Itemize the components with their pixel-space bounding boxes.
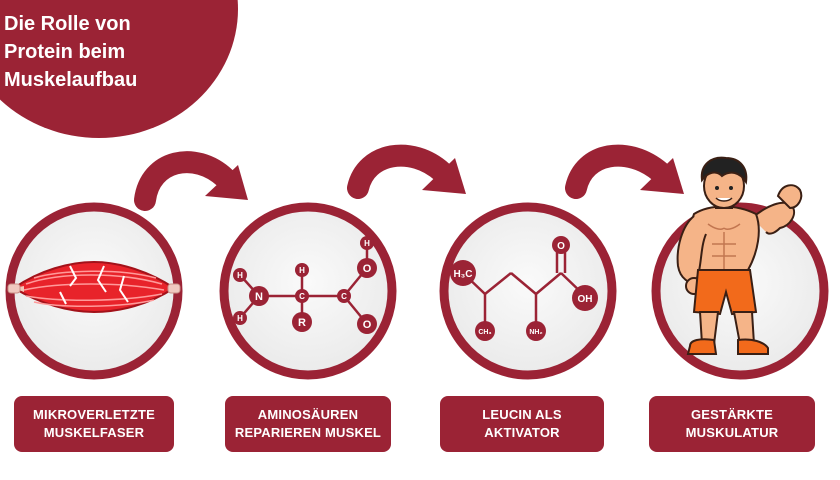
step-1-label: MIKROVERLETZTE MUSKELFASER xyxy=(14,396,174,452)
group-oh: OH xyxy=(578,294,593,305)
arrow-3-icon xyxy=(565,144,684,199)
step-4-label: GESTÄRKTE MUSKULATUR xyxy=(649,396,815,452)
leucine-structure-icon: H₃C O OH CH₃ NH₂ xyxy=(450,236,598,341)
step-4-label-line-1: GESTÄRKTE xyxy=(691,407,773,422)
arrow-2-icon xyxy=(347,144,466,199)
group-h3c: H₃C xyxy=(453,269,472,280)
arrow-1-icon xyxy=(134,151,248,211)
step-2-circle xyxy=(219,202,397,380)
step-3-label-line-2: AKTIVATOR xyxy=(484,425,560,440)
atom-c: C xyxy=(299,292,305,301)
amino-acid-structure-icon: H H N H C R C H O O xyxy=(233,236,377,334)
step-4-label-line-2: MUSKULATUR xyxy=(685,425,779,440)
step-2-label-line-1: AMINOSÄUREN xyxy=(257,407,359,422)
atom-r: R xyxy=(298,317,306,329)
step-1-label-line-1: MIKROVERLETZTE xyxy=(33,407,155,422)
atom-o: O xyxy=(363,319,372,331)
step-2-label-line-2: REPARIEREN MUSKEL xyxy=(234,425,382,440)
atom-h: H xyxy=(237,271,243,280)
atom-h: H xyxy=(237,314,243,323)
step-1-label-line-2: MUSKELFASER xyxy=(43,425,145,440)
title-line-2: Protein beim xyxy=(4,41,126,63)
atom-o: O xyxy=(557,241,565,252)
page-title: Die Rolle von Protein beim Muskelaufbau xyxy=(4,10,137,94)
group-nh2: NH₂ xyxy=(529,329,542,336)
atom-h: H xyxy=(299,266,305,275)
damaged-muscle-fiber-icon xyxy=(7,260,181,314)
group-ch3: CH₃ xyxy=(478,329,491,336)
step-3-label: LEUCIN ALS AKTIVATOR xyxy=(440,396,604,452)
atom-o: O xyxy=(363,263,372,275)
title-line-1: Die Rolle von xyxy=(4,13,131,35)
muscular-man-icon xyxy=(676,156,803,355)
atom-c: C xyxy=(341,292,347,301)
step-3-label-line-1: LEUCIN ALS xyxy=(482,407,562,422)
step-2-label: AMINOSÄUREN REPARIEREN MUSKEL xyxy=(225,396,391,452)
title-line-3: Muskelaufbau xyxy=(4,69,138,91)
atom-h: H xyxy=(364,239,370,248)
atom-n: N xyxy=(255,291,263,303)
